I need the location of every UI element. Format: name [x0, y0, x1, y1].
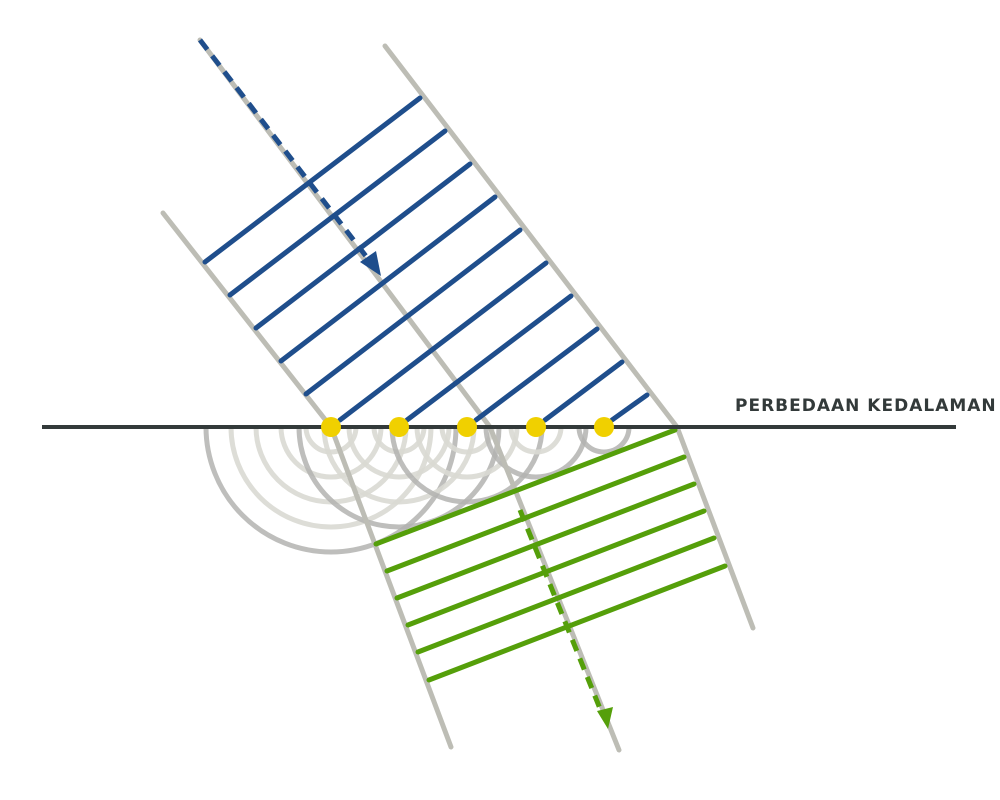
wavelet-arc	[389, 426, 545, 505]
shallow-wavefront	[394, 481, 697, 601]
shallow-water-wavefronts	[373, 427, 728, 683]
deep-wavefront	[227, 128, 448, 298]
wave-source-point	[526, 417, 546, 437]
wave-source-point	[321, 417, 341, 437]
wave-source-point	[389, 417, 409, 437]
wavelet-arc	[371, 426, 427, 455]
deep-wavefront	[337, 260, 549, 423]
shallow-wavefront	[426, 563, 728, 683]
wavelet-arc	[483, 426, 589, 480]
refracted-ray-dashed	[517, 509, 606, 717]
wave-source-points	[321, 417, 614, 437]
deep-wavefront	[473, 326, 600, 423]
right-boundary-upper	[382, 43, 680, 430]
deep-wavefront	[542, 359, 625, 423]
deep-wavefront	[404, 293, 574, 423]
arrow-down-icon	[597, 707, 613, 729]
wavelet-arc	[576, 426, 632, 455]
wavelet-arc	[278, 426, 384, 480]
right-boundary-lower	[674, 424, 756, 631]
wave-source-point	[594, 417, 614, 437]
wavelet-arc	[508, 426, 564, 455]
wavelet-arc	[439, 426, 495, 455]
shallow-wavefront	[384, 454, 687, 574]
shallow-wavefront	[415, 535, 717, 655]
deep-wavefront	[278, 194, 498, 364]
shallow-wavefront	[373, 427, 678, 547]
ray-guides	[160, 37, 756, 753]
deep-wavefront	[609, 392, 650, 423]
left-boundary-upper	[160, 210, 334, 430]
deep-wavefront	[202, 95, 423, 265]
depth-difference-label: PERBEDAAN KEDALAMAN	[735, 396, 997, 416]
wavelet-arc	[414, 426, 520, 480]
deep-wavefront	[303, 227, 523, 397]
deep-water-wavefronts	[202, 95, 650, 423]
wavelet-arc	[203, 426, 459, 555]
huygens-wavelets	[203, 426, 632, 555]
arrow-down-icon	[360, 251, 381, 276]
wavelet-arc	[321, 426, 477, 505]
wavelet-arc	[303, 426, 359, 455]
wavelet-arc	[253, 426, 409, 505]
shallow-wavefront	[405, 508, 707, 628]
deep-wavefront	[253, 161, 473, 331]
wavelet-arc	[346, 426, 452, 480]
left-boundary-lower	[328, 424, 454, 750]
incident-ray-dashed	[198, 38, 374, 266]
wave-source-point	[457, 417, 477, 437]
